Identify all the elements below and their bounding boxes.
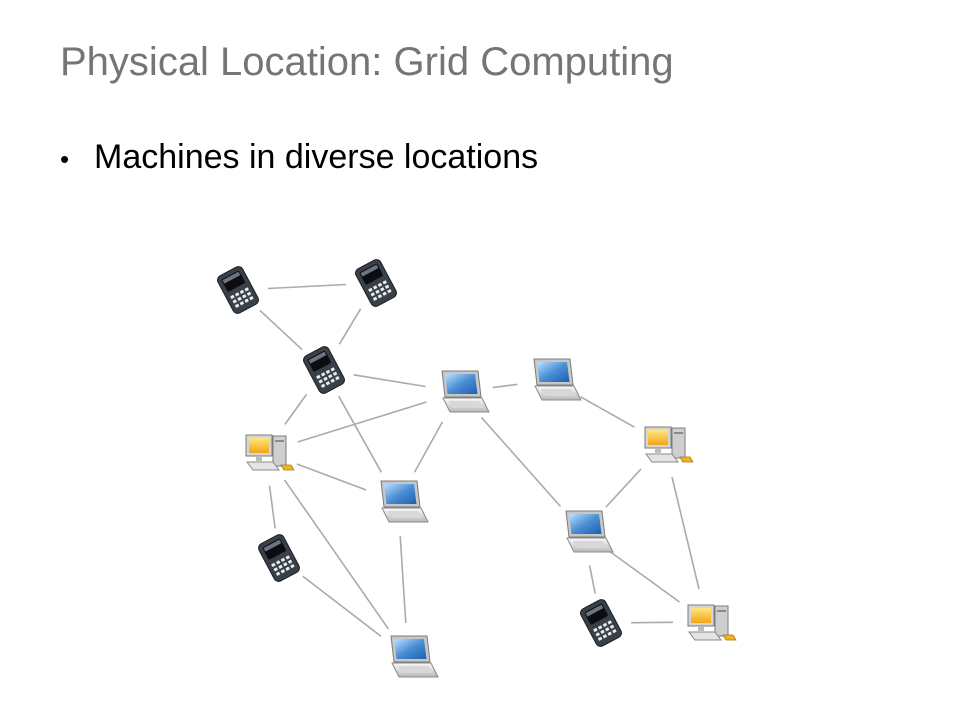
network-edge	[588, 565, 596, 594]
network-edge	[480, 416, 562, 508]
network-edge	[605, 468, 642, 508]
network-edge	[268, 485, 276, 529]
network-edge	[296, 463, 367, 491]
smartphone-icon	[355, 259, 397, 307]
network-edge	[302, 575, 382, 637]
network-edge	[413, 421, 444, 473]
network-edge	[580, 396, 635, 428]
bullet-text: Machines in diverse locations	[94, 138, 539, 176]
desktop-computer-icon	[245, 434, 295, 471]
laptop-icon	[565, 510, 614, 553]
bullet-list: • Machines in diverse locations	[60, 138, 538, 177]
smartphone-icon	[580, 599, 622, 647]
network-edge	[284, 393, 308, 425]
laptop-icon	[441, 370, 490, 413]
network-edge	[610, 551, 680, 603]
network-edge	[338, 395, 383, 473]
network-edge	[399, 535, 407, 624]
network-edge	[492, 383, 518, 389]
desktop-computer-icon	[687, 604, 737, 641]
slide-title: Physical Location: Grid Computing	[60, 40, 674, 84]
network-edge	[267, 283, 347, 290]
bullet-item: • Machines in diverse locations	[60, 138, 538, 177]
network-edge	[259, 309, 303, 351]
laptop-icon	[380, 480, 429, 523]
nodes-layer	[217, 259, 737, 678]
network-edge	[338, 308, 362, 345]
laptop-icon	[533, 358, 582, 401]
smartphone-icon	[217, 266, 259, 314]
smartphone-icon	[258, 534, 300, 582]
smartphone-icon	[303, 346, 345, 394]
network-edge	[353, 374, 426, 388]
edges-layer	[259, 283, 700, 637]
bullet-icon: •	[60, 144, 70, 174]
network-edge	[297, 401, 427, 443]
network-edge	[671, 476, 700, 590]
network-edge	[283, 479, 390, 630]
desktop-computer-icon	[644, 426, 694, 463]
laptop-icon	[390, 635, 439, 678]
